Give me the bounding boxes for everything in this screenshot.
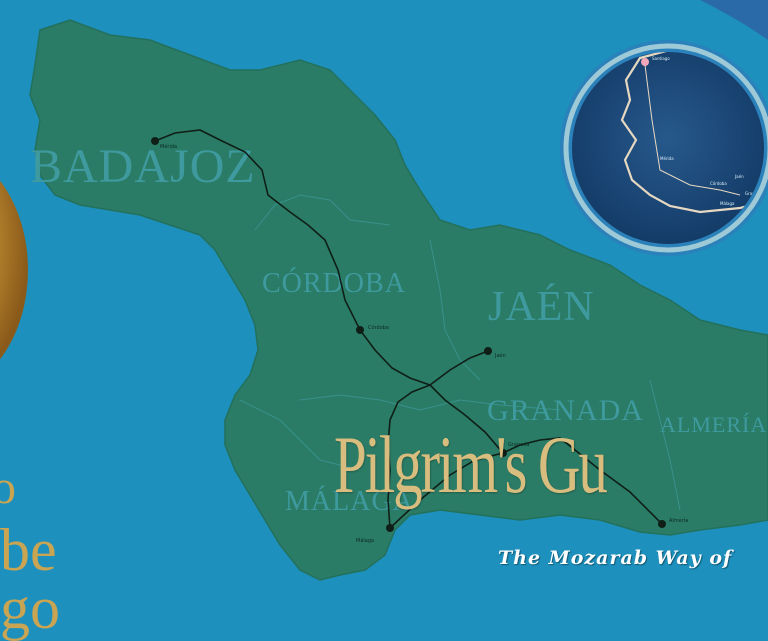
city-label-jaen: Jaén xyxy=(494,352,506,359)
province-label-badajoz: BADAJOZ xyxy=(30,140,256,193)
city-label-granada: Granada xyxy=(508,442,529,448)
province-label-almeria: ALMERÍA xyxy=(660,412,767,437)
city-label-cordoba: Córdoba xyxy=(368,324,389,331)
city-dot-merida xyxy=(151,137,159,145)
province-label-jaen: JAÉN xyxy=(488,283,595,330)
province-label-malaga: MÁLAGA xyxy=(285,486,414,517)
page-subtitle: The Mozarab Way of xyxy=(498,547,733,569)
inset-curl xyxy=(700,0,768,40)
city-dot-cordoba xyxy=(356,326,364,334)
city-dot-granada xyxy=(499,449,507,457)
city-dot-almeria xyxy=(658,520,666,528)
province-label-granada: GRANADA xyxy=(487,394,644,427)
gold-coin-image xyxy=(0,180,28,360)
city-markers: Mérida Córdoba Jaén Granada Málaga Almer… xyxy=(151,137,688,544)
province-borders xyxy=(239,194,681,511)
left-text-line3: go xyxy=(0,575,60,641)
city-dot-jaen xyxy=(484,347,492,355)
inset-route xyxy=(644,64,741,196)
page-title: Pilgrim's Gu xyxy=(334,419,608,510)
city-dot-malaga xyxy=(386,524,394,532)
left-text-line2: be xyxy=(0,517,57,583)
inset-label-santiago: Santiago xyxy=(652,56,670,61)
left-text-line1: o xyxy=(0,461,16,514)
inset-label-merida: Mérida xyxy=(660,156,674,161)
province-label-cordoba: CÓRDOBA xyxy=(262,268,406,299)
inset-label-jaen: Jaén xyxy=(734,174,744,179)
route-lines xyxy=(154,129,663,529)
inset-medallion: Santiago Mérida Córdoba Jaén Granada Mál… xyxy=(560,0,768,256)
andalusia-land xyxy=(29,19,768,581)
city-label-malaga: Málaga xyxy=(356,537,374,544)
inset-label-malaga: Málaga xyxy=(720,201,735,206)
city-label-almeria: Almería xyxy=(669,517,688,524)
city-label-merida: Mérida xyxy=(160,143,177,150)
inset-label-cordoba: Córdoba xyxy=(710,181,727,186)
inset-santiago-marker xyxy=(641,58,649,66)
